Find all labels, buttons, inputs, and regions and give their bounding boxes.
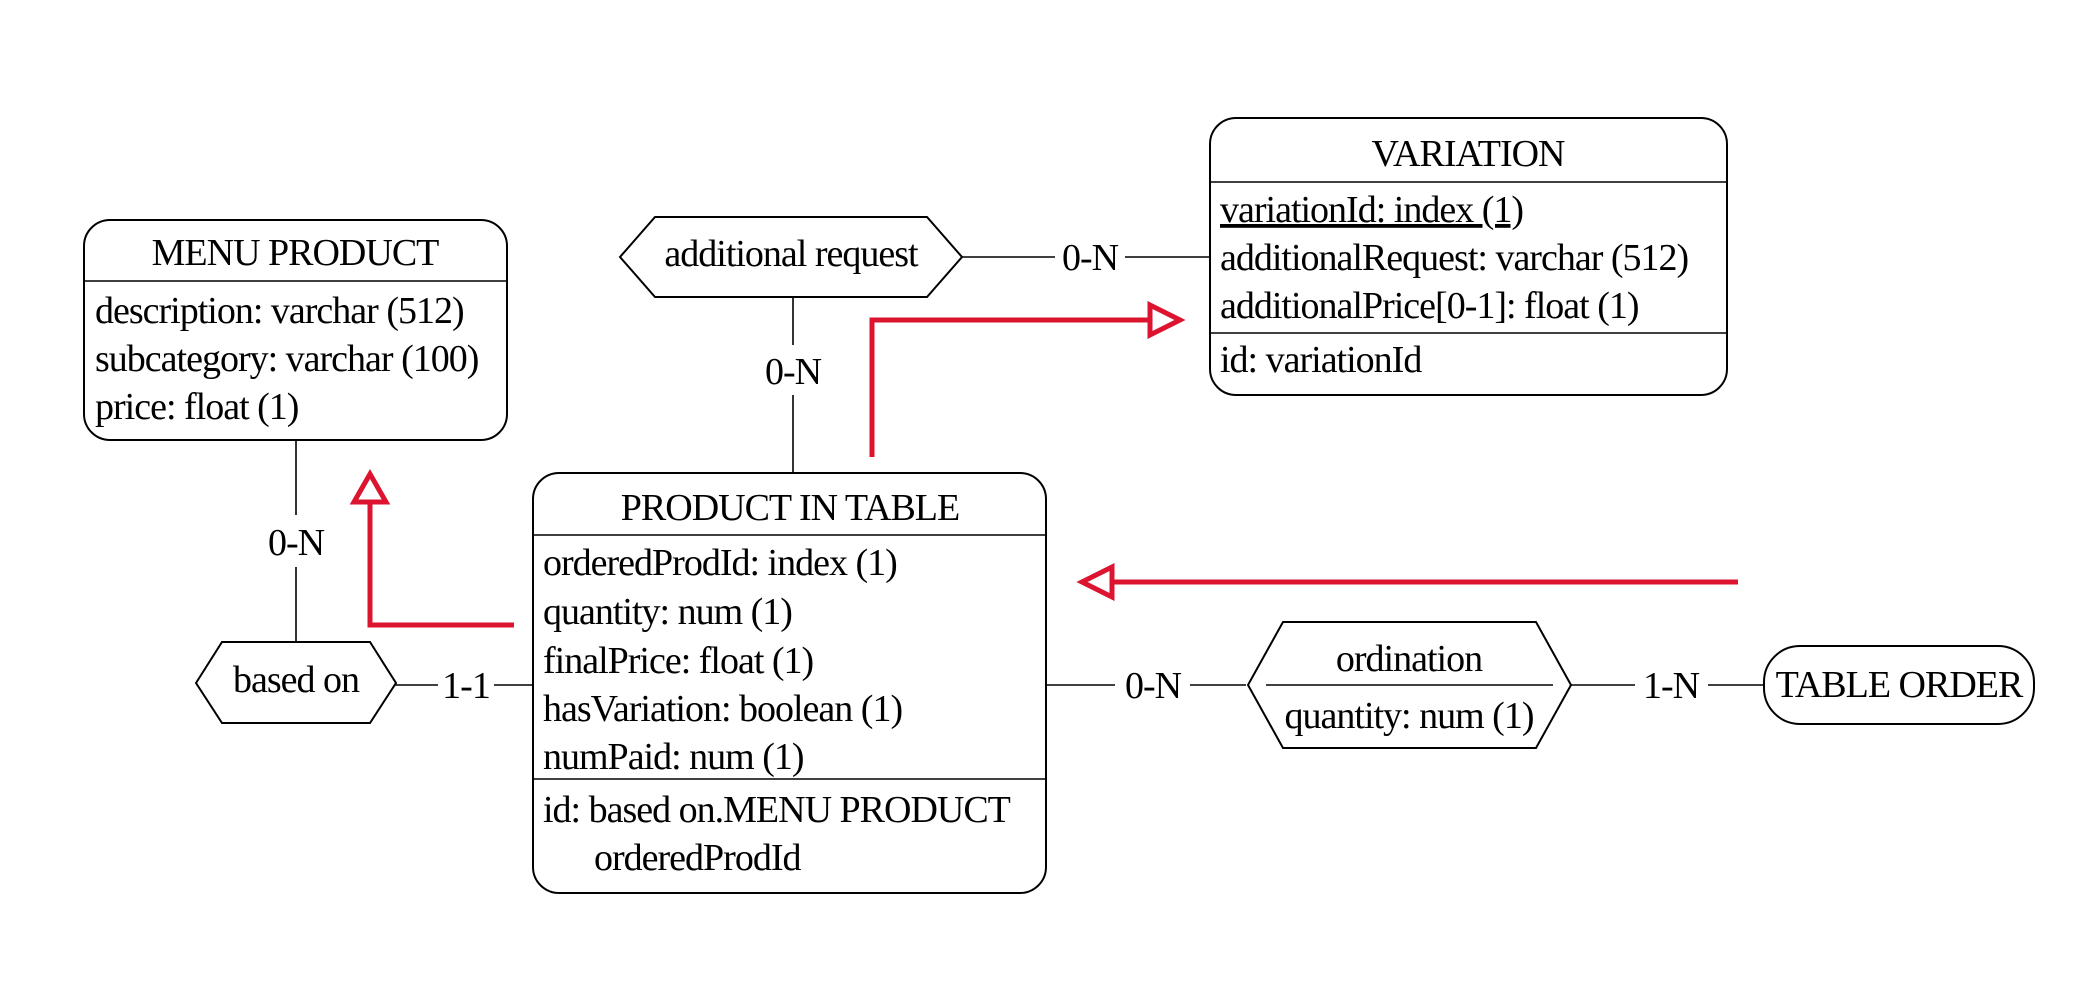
cardinality-based-on-product: 1-1	[442, 665, 490, 707]
relationship-title: ordination	[1336, 638, 1483, 680]
attribute-subcategory: subcategory: varchar (100)	[95, 338, 478, 380]
relationship-ordination[interactable]: ordination quantity: num (1)	[1246, 621, 1573, 749]
relationship-additional-request[interactable]: additional request	[618, 216, 964, 298]
annotation-arrow-to-menu-product	[349, 468, 514, 628]
attribute-additional-request: additionalRequest: varchar (512)	[1220, 237, 1688, 279]
entity-title: VARIATION	[1372, 133, 1566, 175]
cardinality-based-on-menu-product: 0-N	[268, 522, 325, 564]
relationship-title: additional request	[664, 233, 919, 275]
relationship-title: based on	[233, 659, 360, 701]
attribute-variation-id: variationId: index (1)	[1220, 189, 1523, 231]
entity-product-in-table[interactable]: PRODUCT IN TABLE orderedProdId: index (1…	[532, 472, 1047, 894]
entity-title: MENU PRODUCT	[152, 232, 440, 274]
attribute-num-paid: numPaid: num (1)	[543, 736, 804, 778]
entity-table-order[interactable]: TABLE ORDER	[1763, 645, 2035, 725]
entity-title: PRODUCT IN TABLE	[621, 487, 959, 529]
attribute-has-variation: hasVariation: boolean (1)	[543, 688, 902, 730]
cardinality-labels: 0-N 0-N 0-N 1-1 0-N 1-N	[268, 237, 1701, 707]
attribute-price: price: float (1)	[95, 386, 298, 428]
cardinality-additional-request-product: 0-N	[765, 351, 822, 393]
annotation-arrows	[349, 300, 1738, 628]
connectors	[295, 256, 1764, 686]
attribute-quantity: quantity: num (1)	[543, 591, 792, 633]
relationship-based-on[interactable]: based on	[194, 641, 398, 724]
entity-variation[interactable]: VARIATION variationId: index (1) additio…	[1209, 117, 1728, 396]
attribute-additional-price: additionalPrice[0-1]: float (1)	[1220, 285, 1639, 327]
attribute-quantity: quantity: num (1)	[1285, 695, 1534, 737]
attribute-description: description: varchar (512)	[95, 290, 464, 332]
attribute-final-price: finalPrice: float (1)	[543, 640, 813, 682]
cardinality-ordination-product: 0-N	[1125, 665, 1182, 707]
annotation-arrow-to-variation	[869, 300, 1186, 457]
entity-title: TABLE ORDER	[1776, 664, 2024, 706]
entity-menu-product[interactable]: MENU PRODUCT description: varchar (512) …	[83, 219, 508, 441]
cardinality-additional-request-variation: 0-N	[1062, 237, 1119, 279]
identifier-line-2: orderedProdId	[594, 837, 801, 879]
annotation-arrow-to-product-in-table	[1076, 562, 1738, 602]
attribute-ordered-prod-id: orderedProdId: index (1)	[543, 542, 897, 584]
cardinality-ordination-table-order: 1-N	[1643, 665, 1700, 707]
identifier-line-1: id: based on.MENU PRODUCT	[543, 789, 1011, 831]
identifier: id: variationId	[1220, 339, 1422, 381]
